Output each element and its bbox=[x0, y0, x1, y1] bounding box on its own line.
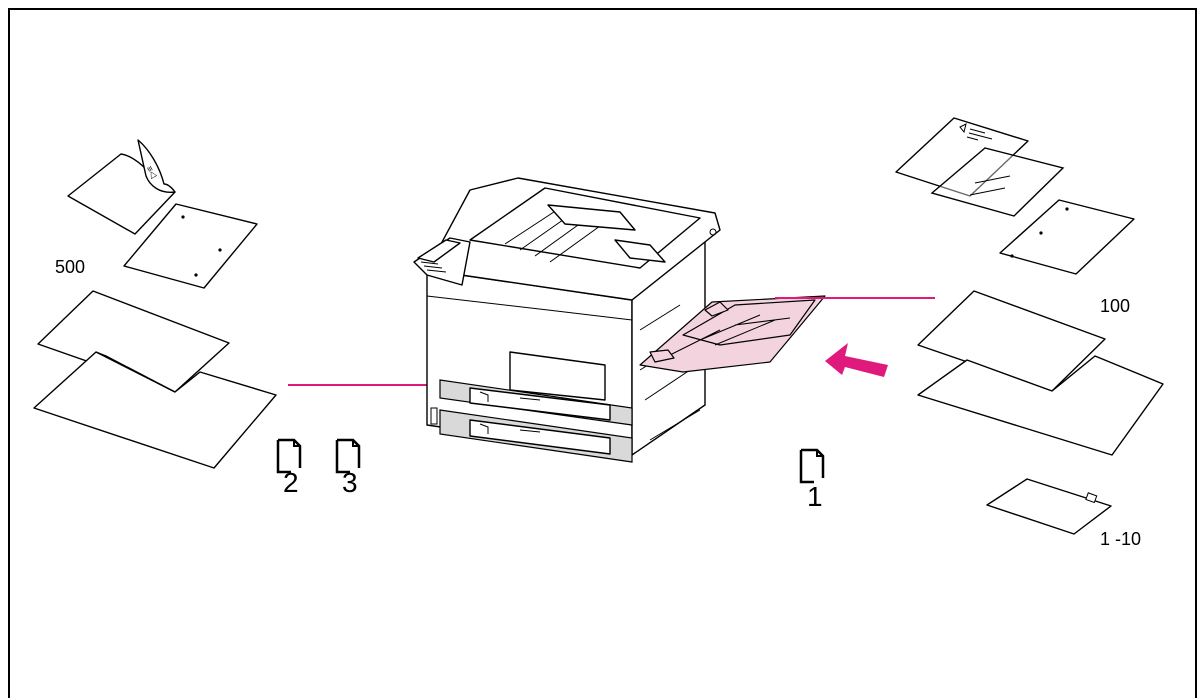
envelope-capacity-label: 1 -10 bbox=[1100, 529, 1141, 549]
diagram-frame bbox=[8, 8, 1197, 698]
control-panel bbox=[413, 237, 471, 286]
envelope bbox=[986, 478, 1112, 535]
tray-number-3: 3 bbox=[342, 467, 358, 498]
label-sheet: ≡◁ bbox=[67, 139, 176, 235]
right-media-group: 100 1 -10 bbox=[895, 117, 1164, 549]
punched-sheet-left bbox=[123, 203, 258, 289]
tray-number-2: 2 bbox=[283, 467, 299, 498]
tray-1-multipurpose bbox=[639, 295, 826, 373]
capacity-label-500: 500 bbox=[55, 257, 85, 277]
paper-tray-2 bbox=[439, 379, 633, 426]
feed-direction-arrow bbox=[825, 343, 888, 377]
left-media-group: ≡◁ 500 bbox=[33, 139, 442, 469]
tray-number-1: 1 bbox=[807, 481, 823, 512]
plain-sheets-right bbox=[917, 290, 1164, 456]
punched-sheet-right bbox=[999, 199, 1135, 275]
paper-tray-3 bbox=[439, 409, 633, 463]
capacity-label-100: 100 bbox=[1100, 296, 1130, 316]
letterhead-sheet bbox=[895, 117, 1029, 197]
plain-sheets-left bbox=[33, 290, 277, 469]
transparency-sheet bbox=[930, 147, 1065, 217]
tray-icon-1: 1 bbox=[799, 448, 825, 512]
tray-icon-2: 2 bbox=[276, 438, 302, 498]
printer bbox=[413, 177, 721, 463]
tray-icon-3: 3 bbox=[335, 438, 361, 498]
